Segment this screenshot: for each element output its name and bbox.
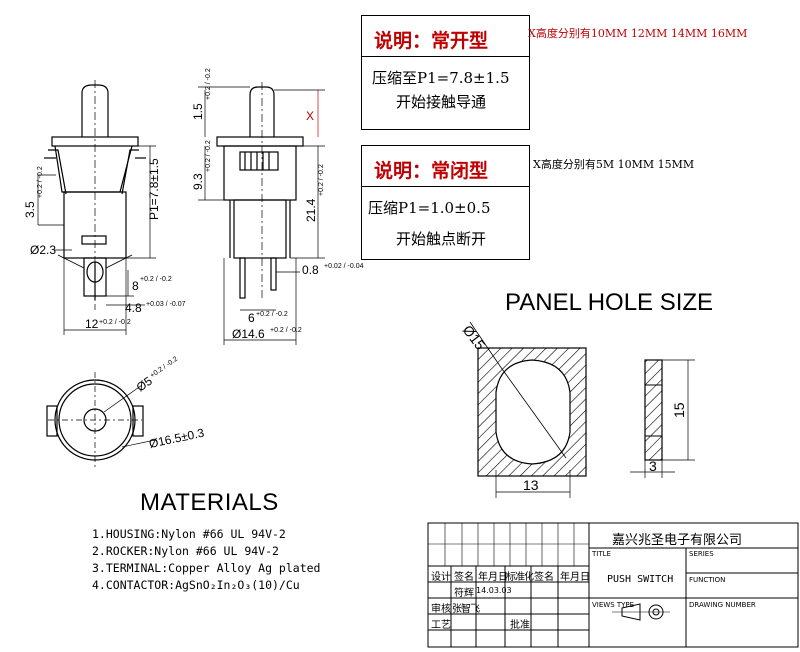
dim-w12-tol: +0.2 / -0.2 xyxy=(99,319,131,326)
dim-d8: 8 xyxy=(132,279,139,293)
dim-h21-4-tol: +0.2 / -0.2 xyxy=(318,164,325,196)
dim-h1-5: 1.5 xyxy=(191,103,205,120)
note-closed-line2: 开始触点断开 xyxy=(396,230,487,248)
dim-panel-13: 13 xyxy=(523,477,539,493)
dim-h3-5: 3.5 xyxy=(23,201,37,218)
header-standard: 标准化 xyxy=(506,572,534,583)
projection-symbol-icon xyxy=(612,603,670,621)
header-date-1: 年月日 xyxy=(478,572,508,583)
dim-d14-6-tol: +0.2 / -0.2 xyxy=(270,327,302,334)
review-person: 张智飞 xyxy=(452,604,480,615)
note-closed-side: X高度分别有5M 10MM 15MM xyxy=(533,158,695,171)
panel-hole-title: PANEL HOLE SIZE xyxy=(505,289,714,316)
material-item-contactor: 4.CONTACTOR:AgSnO₂In₂O₃(10)/Cu xyxy=(92,578,300,592)
dim-d4-8-tol: +0.03 / -0.07 xyxy=(146,301,186,308)
side-view-dimensions xyxy=(37,145,156,335)
title-label: TITLE xyxy=(592,550,611,558)
note-open-line2: 开始接触导通 xyxy=(396,93,487,111)
bottom-view xyxy=(46,372,156,468)
note-normally-open: 说明：常开型 压缩至P1=7.8±1.5 开始接触导通 xyxy=(361,15,530,130)
title-value: PUSH SWITCH xyxy=(607,574,674,585)
dim-d4-8: 4.8 xyxy=(125,301,142,315)
dim-panel-3: 3 xyxy=(649,458,657,474)
series-label: SERIES xyxy=(689,550,714,558)
dim-d2-3: Ø2.3 xyxy=(30,243,56,257)
dim-d14-6: Ø14.6 xyxy=(232,327,265,341)
dimension-labels: Ø2.3 3.5 +0.2 / -0.2 P1=7.8±1.5 8 +0.2 /… xyxy=(23,68,687,493)
dim-h9-3: 9.3 xyxy=(191,173,205,190)
dim-d0-8-tol: +0.02 / -0.04 xyxy=(324,263,364,270)
front-view-dimensions xyxy=(198,86,325,345)
header-sign-1: 签名 xyxy=(454,572,474,583)
dim-x: X xyxy=(306,109,314,123)
dim-h9-3-tol: +0.2 / -0.2 xyxy=(205,140,212,172)
note-normally-closed: 说明：常闭型 压缩P1=1.0±0.5 开始触点断开 xyxy=(361,145,530,260)
dim-panel-15: 15 xyxy=(671,402,687,418)
panel-hole-front xyxy=(469,321,587,498)
process-label: 工艺 xyxy=(431,620,451,631)
dim-h1-5-tol: +0.2 / -0.2 xyxy=(205,68,212,100)
dim-p1: P1=7.8±1.5 xyxy=(147,158,161,220)
review-label: 审核 xyxy=(431,604,451,615)
header-sign-2: 签名 xyxy=(534,572,554,583)
material-item-housing: 1.HOUSING:Nylon #66 UL 94V-2 xyxy=(92,527,286,541)
dim-d5-tol: +0.2 / -0.2 xyxy=(149,356,179,380)
materials-title: MATERIALS xyxy=(140,489,279,516)
material-item-rocker: 2.ROCKER:Nylon #66 UL 94V-2 xyxy=(92,544,279,558)
note-open-side: X高度分别有10MM 12MM 14MM 16MM xyxy=(528,27,748,40)
dim-h3-5-tol: +0.2 / -0.2 xyxy=(37,166,44,198)
note-open-title: 说明：常开型 xyxy=(374,30,489,52)
drawing-number-label: DRAWING NUMBER xyxy=(689,601,756,609)
dim-d0-8: 0.8 xyxy=(302,263,319,277)
side-view xyxy=(44,80,146,310)
company-name: 嘉兴兆圣电子有限公司 xyxy=(612,533,743,548)
title-block-grid xyxy=(427,522,799,648)
design-person: 符辉 xyxy=(454,588,474,599)
note-open-line1: 压缩至P1=7.8±1.5 xyxy=(372,69,510,87)
views-type-label: VIEWS TYPE xyxy=(592,601,635,609)
dim-d6: 6 xyxy=(248,311,255,325)
dim-w12: 12 xyxy=(85,317,99,331)
design-date: 14.03.03 xyxy=(476,586,512,595)
dim-d8-tol: +0.2 / -0.2 xyxy=(140,276,172,283)
header-design: 设计 xyxy=(431,572,451,583)
function-label: FUNCTION xyxy=(689,576,726,584)
front-view xyxy=(216,82,304,300)
dim-h21-4: 21.4 xyxy=(304,198,318,222)
note-closed-line1: 压缩P1=1.0±0.5 xyxy=(368,199,491,217)
material-item-terminal: 3.TERMINAL:Copper Alloy Ag plated xyxy=(92,561,321,575)
dim-d6-tol: +0.2 / -0.2 xyxy=(256,311,288,318)
approve-label: 批准 xyxy=(510,620,530,631)
note-closed-title: 说明：常闭型 xyxy=(374,160,489,182)
panel-hole-section xyxy=(630,359,695,478)
header-date-2: 年月日 xyxy=(560,572,590,583)
dim-d16-5: Ø16.5±0.3 xyxy=(148,426,206,451)
